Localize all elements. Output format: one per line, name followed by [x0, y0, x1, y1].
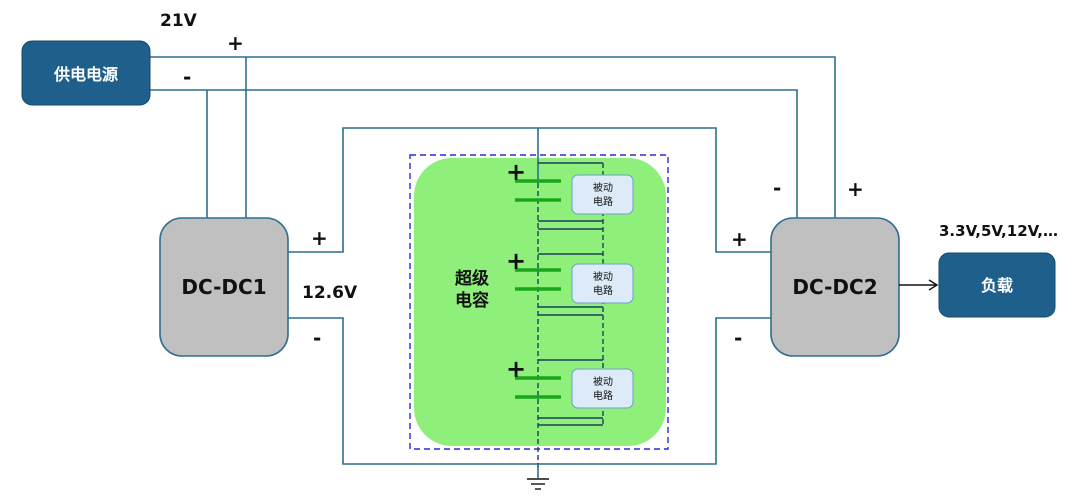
dcdc2-in-minus-sign: -: [734, 326, 742, 350]
passive-circuit-label-line1: 被动: [593, 181, 613, 194]
load-box: [938, 252, 1056, 318]
passive-circuit-box: [571, 174, 634, 215]
dcdc2-top-plus-sign: +: [847, 177, 864, 201]
dcdc1-block: DC-DC1: [159, 217, 289, 357]
supercap-cell-1: + 被动 电路: [506, 158, 634, 230]
dcdc1-box: [159, 217, 289, 357]
supercap-module: + 被动 电路 + 被动 电路 + 被动 电路: [409, 128, 669, 490]
dcdc1-label: DC-DC1: [181, 275, 266, 299]
power-supply-block: 供电电源: [21, 40, 151, 106]
supercap-dashed-border: [409, 154, 669, 450]
wire-supply-plus-to-dcdc2: [150, 56, 836, 218]
dcdc2-in-plus-sign: +: [731, 227, 748, 251]
passive-circuit-label-line2: 电路: [593, 195, 613, 208]
input-voltage-label: 21V: [160, 11, 198, 31]
supercap-cell-2: + 被动 电路: [506, 247, 634, 316]
passive-circuit-box: [571, 368, 634, 409]
dcdc1-plus-sign: +: [311, 226, 328, 250]
dcdc2-block: DC-DC2: [770, 217, 900, 357]
dcdc2-label: DC-DC2: [792, 275, 877, 299]
passive-circuit-label-line2: 电路: [593, 389, 613, 402]
passive-circuit-box: [571, 263, 634, 304]
passive-circuit-label-line1: 被动: [593, 375, 613, 388]
dcdc1-minus-sign: -: [313, 326, 321, 350]
load-block: 负载: [938, 252, 1056, 318]
capacitor-plus-sign: +: [506, 247, 526, 275]
output-voltages-label: 3.3V,5V,12V,…: [939, 222, 1058, 240]
supercap-cell-3: + 被动 电路: [506, 355, 634, 426]
capacitor-plus-sign: +: [506, 158, 526, 186]
wire-dcdc1-minus-rail: [288, 317, 771, 465]
polarity-labels: + - + - + - - +: [183, 31, 864, 350]
passive-circuit-label-line2: 电路: [593, 284, 613, 297]
wires: [150, 56, 836, 465]
wire-supply-minus-to-dcdc2: [150, 89, 798, 218]
passive-circuit-label-line1: 被动: [593, 270, 613, 283]
power-supply-box: [21, 40, 151, 106]
dcdc2-box: [770, 217, 900, 357]
supply-plus-sign: +: [227, 31, 244, 55]
load-label: 负载: [981, 276, 1013, 295]
capacitor-plus-sign: +: [506, 355, 526, 383]
dcdc2-top-minus-sign: -: [773, 176, 781, 200]
supply-minus-sign: -: [183, 65, 191, 89]
supercap-label-line1: 超级: [455, 268, 489, 289]
mid-voltage-label: 12.6V: [302, 283, 358, 303]
output-arrow: [899, 279, 939, 291]
wire-dcdc1-plus-rail: [288, 127, 771, 253]
power-supply-label: 供电电源: [53, 65, 118, 84]
supercap-label-line2: 电容: [455, 290, 489, 311]
ground-icon: [527, 478, 549, 490]
